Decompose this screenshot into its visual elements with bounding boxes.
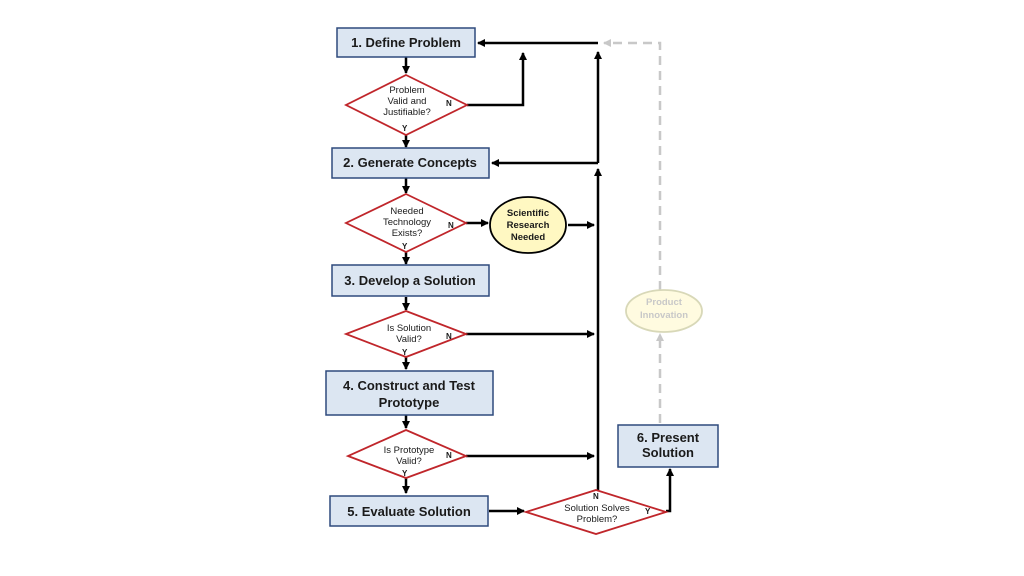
decision-problem-valid-line2: Valid and — [388, 96, 427, 107]
decision-prototype-line1: Is Prototype — [384, 445, 435, 456]
box-develop-solution: 3. Develop a Solution — [331, 264, 490, 297]
decision-technology-line1: Needed — [390, 206, 423, 217]
decision-solves-line1: Solution Solves — [564, 503, 630, 514]
branch-label-yes: Y — [402, 469, 408, 478]
box-develop-solution-label: 3. Develop a Solution — [344, 273, 476, 288]
decision-prototype-line2: Valid? — [396, 456, 422, 467]
arrow-d1-no — [467, 52, 527, 107]
decision-problem-valid: Problem Valid and Justifiable? N Y — [343, 73, 470, 137]
branch-label-no: N — [446, 99, 452, 108]
branch-label-yes: Y — [402, 242, 408, 251]
decision-solves-line2: Problem? — [577, 514, 618, 525]
branch-label-yes: Y — [645, 507, 651, 516]
decision-technology-line3: Exists? — [392, 228, 423, 239]
oval-innovation-line1: Product — [646, 297, 683, 308]
box-generate-concepts: 2. Generate Concepts — [331, 147, 490, 179]
oval-research-line3: Needed — [511, 232, 546, 243]
oval-research-line2: Research — [507, 220, 550, 231]
box-construct-label-line1: 4. Construct and Test — [343, 378, 476, 393]
decision-solution-valid: Is Solution Valid? N Y — [343, 310, 469, 358]
box-construct-label-line2: Prototype — [379, 395, 440, 410]
decision-technology-exists: Needed Technology Exists? N Y — [343, 193, 469, 253]
decision-problem-valid-line1: Problem — [389, 85, 424, 96]
decision-technology-line2: Technology — [383, 217, 431, 228]
branch-label-no: N — [446, 451, 452, 460]
oval-scientific-research: Scientific Research Needed — [489, 196, 567, 254]
box-define-problem-label: 1. Define Problem — [351, 35, 461, 50]
box-present-label-line1: 6. Present — [637, 430, 700, 445]
oval-product-innovation: Product Innovation — [625, 289, 703, 333]
decision-solution-line2: Valid? — [396, 334, 422, 345]
box-present-label-line2: Solution — [642, 445, 694, 460]
decision-prototype-valid: Is Prototype Valid? N Y — [345, 429, 469, 479]
faded-innovation-to-define — [603, 39, 662, 290]
box-evaluate-solution-label: 5. Evaluate Solution — [347, 504, 471, 519]
box-generate-concepts-label: 2. Generate Concepts — [343, 155, 477, 170]
oval-research-line1: Scientific — [507, 208, 549, 219]
box-present-solution: 6. Present Solution — [617, 424, 719, 468]
branch-label-no: N — [446, 332, 452, 341]
box-construct-prototype: 4. Construct and Test Prototype — [325, 370, 494, 416]
branch-label-no: N — [448, 221, 454, 230]
decision-solution-line1: Is Solution — [387, 323, 431, 334]
branch-label-no: N — [593, 492, 599, 501]
oval-innovation-line2: Innovation — [640, 310, 688, 321]
arrow-d5-yes — [666, 468, 674, 513]
decision-solution-solves: Solution Solves Problem? N Y — [522, 489, 670, 535]
decision-problem-valid-line3: Justifiable? — [383, 107, 431, 118]
branch-label-yes: Y — [402, 348, 408, 357]
box-define-problem: 1. Define Problem — [336, 27, 476, 58]
box-evaluate-solution: 5. Evaluate Solution — [329, 495, 489, 527]
branch-label-yes: Y — [402, 124, 408, 133]
